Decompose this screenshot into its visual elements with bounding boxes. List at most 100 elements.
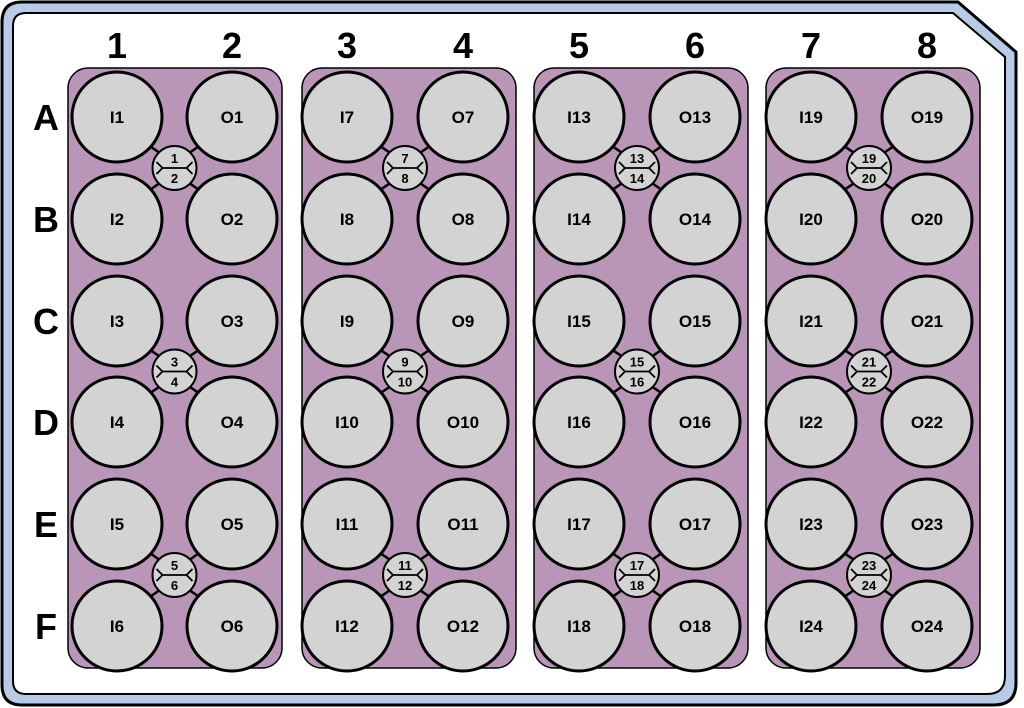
outlet-well	[880, 172, 974, 266]
inlet-well	[300, 70, 394, 164]
outlet-well	[185, 274, 279, 368]
channel-label: 21	[862, 355, 876, 370]
channel-divider	[850, 364, 888, 373]
outlet-well-label: O24	[911, 617, 944, 636]
inlet-well-label: I7	[340, 108, 354, 127]
inlet-well	[532, 477, 626, 571]
outlet-well	[648, 375, 742, 469]
inlet-well	[70, 579, 164, 673]
column-header: 2	[222, 25, 242, 66]
channel-label: 2	[171, 171, 178, 186]
column-header: 5	[569, 25, 589, 66]
channel-divider	[386, 568, 424, 576]
channel-label: 16	[630, 375, 644, 390]
outlet-well-label: O20	[911, 210, 943, 229]
outlet-well-label: O1	[221, 108, 244, 127]
channel-divider	[618, 167, 656, 175]
column-header: 6	[685, 25, 705, 66]
channel-label: 18	[630, 578, 644, 593]
channel-label: 1	[171, 151, 178, 166]
outlet-well-label: O16	[679, 413, 711, 432]
inlet-well-label: I13	[567, 108, 591, 127]
outlet-well-label: O4	[221, 413, 244, 432]
channel-label: 19	[862, 151, 876, 166]
channel-divider	[618, 370, 656, 379]
channel-label: 7	[401, 151, 408, 166]
inlet-well	[764, 579, 858, 673]
channel-label: 23	[862, 558, 876, 573]
outlet-well	[648, 172, 742, 266]
channel-divider	[850, 167, 888, 175]
channel-label: 11	[398, 558, 412, 573]
channel-divider	[850, 370, 888, 379]
channel-divider	[850, 161, 888, 169]
channel-divider	[618, 161, 656, 169]
channel-divider	[155, 568, 194, 576]
outlet-well	[416, 477, 510, 571]
outlet-well-label: O18	[679, 617, 711, 636]
inlet-well	[532, 579, 626, 673]
inlet-well	[300, 172, 394, 266]
inlet-well-label: I16	[567, 413, 591, 432]
inlet-well	[532, 375, 626, 469]
outlet-well	[185, 172, 279, 266]
outlet-well-label: O15	[679, 312, 711, 331]
outlet-well	[880, 477, 974, 571]
inlet-well	[532, 70, 626, 164]
column-header: 8	[917, 25, 937, 66]
outlet-well	[880, 70, 974, 164]
inlet-well-label: I19	[799, 108, 823, 127]
row-header: A	[33, 97, 59, 138]
outlet-well	[648, 274, 742, 368]
outlet-well-label: O10	[447, 413, 479, 432]
outlet-well-label: O2	[221, 210, 244, 229]
outlet-well-label: O21	[911, 312, 943, 331]
channel-divider	[386, 574, 424, 582]
inlet-well-label: I20	[799, 210, 823, 229]
inlet-well	[70, 172, 164, 266]
inlet-well	[300, 579, 394, 673]
channel-divider	[155, 161, 194, 169]
inlet-well	[764, 172, 858, 266]
channel-divider	[155, 370, 194, 379]
inlet-well	[764, 477, 858, 571]
inlet-well-label: I8	[340, 210, 354, 229]
inlet-well-label: I11	[336, 515, 359, 534]
channel-label: 6	[171, 578, 178, 593]
column-header: 7	[801, 25, 821, 66]
outlet-well-label: O9	[452, 312, 475, 331]
inlet-well	[300, 274, 394, 368]
outlet-well-label: O8	[452, 210, 475, 229]
channel-divider	[850, 568, 888, 576]
outlet-well	[648, 70, 742, 164]
channel-divider	[850, 574, 888, 582]
outlet-well-label: O11	[447, 515, 478, 534]
outlet-well-label: O6	[221, 617, 244, 636]
inlet-well	[764, 375, 858, 469]
inlet-well	[300, 375, 394, 469]
channel-label: 12	[398, 578, 412, 593]
inlet-well-label: I21	[799, 312, 823, 331]
outlet-well	[416, 274, 510, 368]
outlet-well-label: O19	[911, 108, 943, 127]
outlet-well-label: O22	[911, 413, 943, 432]
inlet-well	[70, 274, 164, 368]
outlet-well-label: O7	[452, 108, 475, 127]
channel-divider	[155, 167, 194, 175]
outlet-well	[185, 579, 279, 673]
